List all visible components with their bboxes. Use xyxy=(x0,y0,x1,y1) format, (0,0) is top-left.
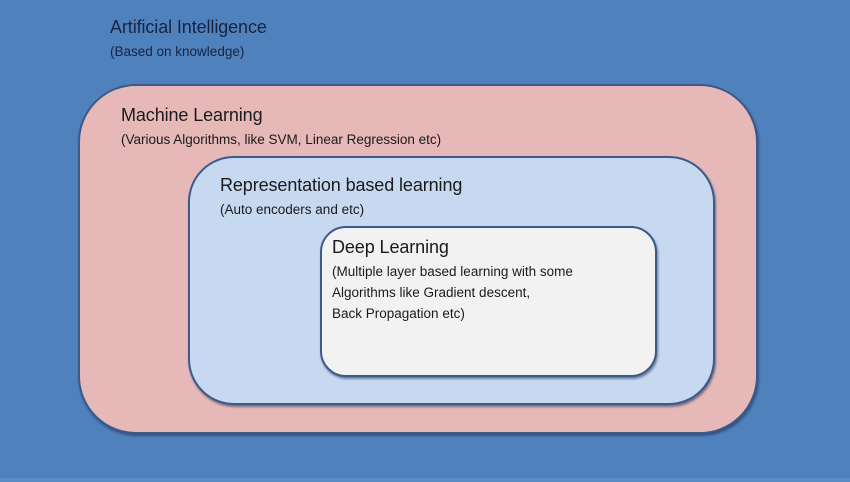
ai-title: Artificial Intelligence xyxy=(110,17,267,37)
deep-learning-box xyxy=(320,226,657,377)
deep-learning-title: Deep Learning xyxy=(332,237,449,257)
deep-learning-line-2: Algorithms like Gradient descent, xyxy=(332,285,531,300)
deep-learning-description: (Multiple layer based learning with some… xyxy=(332,262,573,325)
ai-subtitle: (Based on knowledge) xyxy=(110,44,245,59)
bottom-edge xyxy=(0,478,850,482)
deep-learning-line-1: (Multiple layer based learning with some xyxy=(332,264,573,279)
machine-learning-title: Machine Learning xyxy=(121,105,263,125)
deep-learning-line-3: Back Propagation etc) xyxy=(332,306,465,321)
machine-learning-subtitle: (Various Algorithms, like SVM, Linear Re… xyxy=(121,132,442,147)
representation-learning-subtitle: (Auto encoders and etc) xyxy=(220,202,365,217)
representation-learning-title: Representation based learning xyxy=(220,175,463,195)
